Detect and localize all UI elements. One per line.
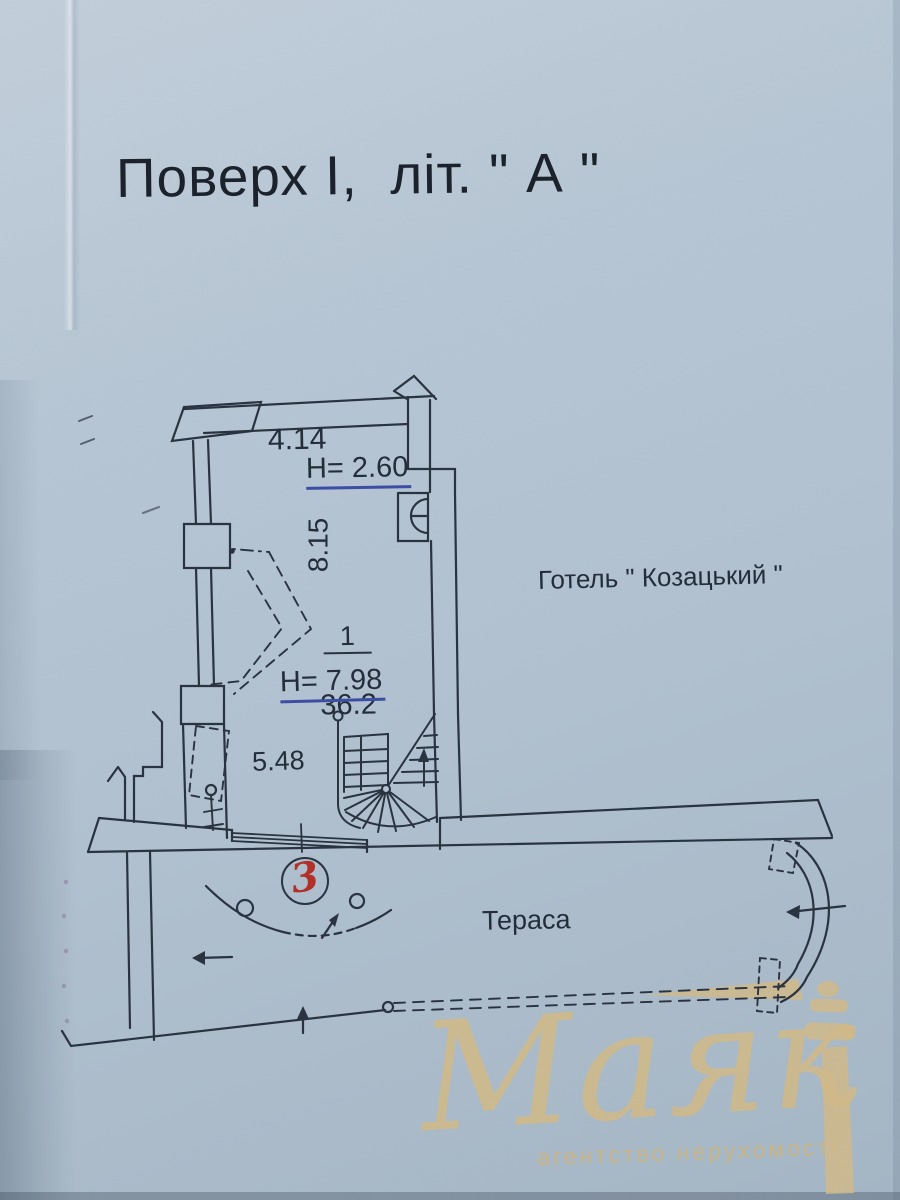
- hotel-label: Готель " Козацький ": [537, 559, 784, 595]
- room-walls: [141, 374, 463, 840]
- entrance-swing-arc: [204, 884, 285, 934]
- bay-inner-arc: [776, 851, 815, 990]
- height-note-room: H= 7.98: [280, 664, 386, 704]
- handwritten-red-mark: 3: [287, 852, 323, 903]
- terrace-outline: [60, 850, 792, 1048]
- terrace-label: Тераса: [481, 904, 571, 936]
- column-circle: [348, 892, 366, 910]
- dimension-top-width: 4.14: [267, 422, 327, 457]
- punch-dots: [61, 879, 70, 1024]
- vent-shaft: [187, 724, 231, 831]
- paper-marks: [78, 415, 95, 445]
- red-mark-circle: [281, 857, 329, 905]
- room-number: 1: [323, 620, 372, 655]
- dimension-mid-width: 5.48: [251, 745, 306, 777]
- staircase: [332, 710, 439, 833]
- terrace-railing-dashed: [393, 985, 792, 1004]
- curved-bay: [756, 837, 847, 1015]
- bay-outer-arc: [779, 841, 830, 1004]
- opening-above-dashes: [206, 548, 313, 695]
- page-title: Поверх І, літ. " А ": [115, 141, 601, 209]
- height-note-upper: H= 2.60: [306, 451, 412, 491]
- dimension-left-depth: 8.15: [302, 517, 334, 573]
- exterior-steps: [106, 710, 164, 824]
- stair-handrail: [337, 720, 361, 829]
- south-wall: [86, 798, 834, 854]
